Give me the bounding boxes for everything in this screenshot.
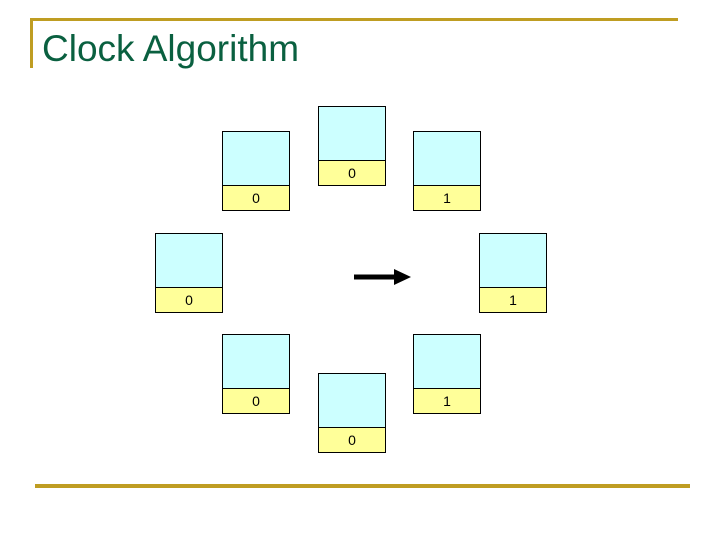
title-rule-left	[30, 18, 33, 68]
page-frame-body	[319, 374, 385, 427]
page-frame-body	[156, 234, 222, 287]
page-frame-8[interactable]: 0	[155, 233, 223, 313]
page-frame-1[interactable]: 0	[222, 131, 290, 211]
page-frame-3[interactable]: 1	[413, 131, 481, 211]
page-frame-7[interactable]: 0	[222, 334, 290, 414]
title-rule-bottom	[35, 484, 690, 488]
page-frame-body	[414, 132, 480, 185]
reference-bit: 1	[480, 287, 546, 312]
page-frame-4[interactable]: 1	[479, 233, 547, 313]
page-title: Clock Algorithm	[42, 28, 300, 69]
reference-bit: 0	[319, 427, 385, 452]
page-frame-body	[319, 107, 385, 160]
reference-bit: 1	[414, 185, 480, 210]
reference-bit: 1	[414, 388, 480, 413]
clock-hand-arrow-icon	[354, 269, 411, 285]
reference-bit: 0	[223, 185, 289, 210]
reference-bit: 0	[223, 388, 289, 413]
page-frame-body	[223, 132, 289, 185]
title-rule-top	[30, 18, 678, 21]
page-frame-body	[414, 335, 480, 388]
reference-bit: 0	[156, 287, 222, 312]
page-frame-6[interactable]: 0	[318, 373, 386, 453]
page-frame-body	[480, 234, 546, 287]
page-frame-2[interactable]: 0	[318, 106, 386, 186]
reference-bit: 0	[319, 160, 385, 185]
page-frame-5[interactable]: 1	[413, 334, 481, 414]
page-frame-body	[223, 335, 289, 388]
